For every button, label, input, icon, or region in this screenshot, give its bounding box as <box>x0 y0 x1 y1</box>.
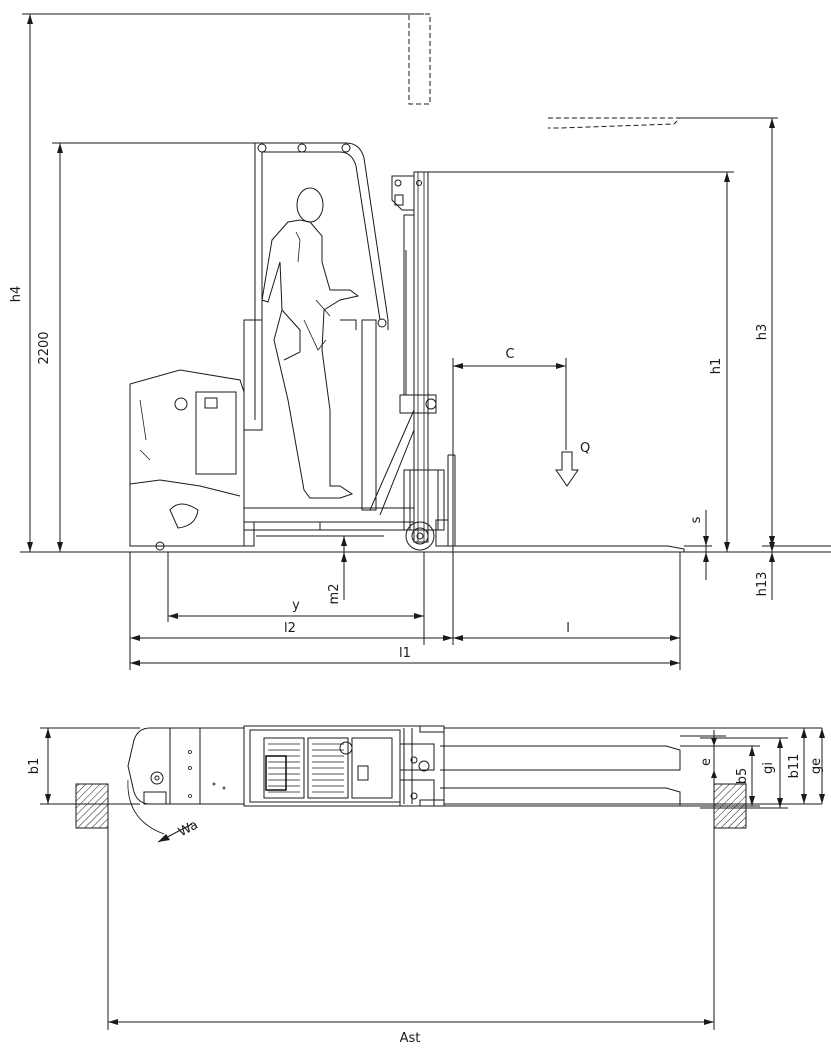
y-label: y <box>292 598 300 613</box>
wa-label: Wa <box>176 818 201 841</box>
s-dimension: s <box>684 510 712 580</box>
gi-dimension: gi <box>761 738 783 808</box>
platform-top <box>243 725 445 807</box>
ast-dimension: Ast <box>107 828 715 1046</box>
fork-side <box>447 454 685 553</box>
top-view: b1 Wa <box>27 725 825 1046</box>
overhead-guard <box>243 142 389 511</box>
s-label: s <box>689 516 704 523</box>
raised-mast-outline <box>408 13 431 105</box>
pallet-block-right <box>713 783 747 829</box>
raised-forks-outline <box>548 117 778 129</box>
side-view: h4 2200 h3 h1 <box>9 13 831 670</box>
h13-dimension: h13 <box>755 530 831 600</box>
chassis-side <box>129 369 245 551</box>
h13-label: h13 <box>755 572 770 597</box>
l-label: l <box>566 621 570 636</box>
c-label: C <box>505 347 514 362</box>
b11-label: b11 <box>787 754 802 779</box>
pallet-block-left <box>75 783 109 829</box>
h3-dimension: h3 <box>755 118 775 552</box>
operator-figure <box>261 187 360 499</box>
mast-side <box>369 171 449 551</box>
l2-dimension: l2 <box>130 621 453 641</box>
h1-dimension: h1 <box>709 172 730 552</box>
gi-label: gi <box>761 762 776 774</box>
rear-body-top <box>127 727 245 835</box>
height-2200-dimension: 2200 <box>37 143 63 552</box>
ge-dimension: ge <box>809 728 825 804</box>
m2-label: m2 <box>327 584 342 605</box>
ge-label: ge <box>809 758 824 774</box>
l2-label: l2 <box>284 621 296 636</box>
b1-label: b1 <box>27 758 42 775</box>
platform <box>243 507 415 547</box>
load-arrow: Q <box>555 441 590 487</box>
h4-label: h4 <box>9 286 24 303</box>
l-dimension: l <box>453 621 680 641</box>
height-2200-label: 2200 <box>37 331 52 364</box>
e-dimension: e <box>699 730 717 786</box>
q-label: Q <box>580 441 590 456</box>
y-dimension: y <box>168 598 424 619</box>
wa-indicator: Wa <box>157 818 201 843</box>
b5-label: b5 <box>735 768 750 785</box>
h4-dimension: h4 <box>9 14 33 552</box>
h3-label: h3 <box>755 324 770 341</box>
ast-label: Ast <box>400 1031 421 1046</box>
m2-dimension: m2 <box>327 536 347 604</box>
b11-dimension: b11 <box>787 728 807 804</box>
e-label: e <box>699 758 714 766</box>
l1-label: l1 <box>399 646 411 661</box>
b5-dimension: b5 <box>735 746 755 806</box>
b1-dimension: b1 <box>27 728 51 804</box>
l1-dimension: l1 <box>130 646 680 666</box>
load-centre-dimension: C <box>452 347 567 552</box>
h1-label: h1 <box>709 358 724 375</box>
